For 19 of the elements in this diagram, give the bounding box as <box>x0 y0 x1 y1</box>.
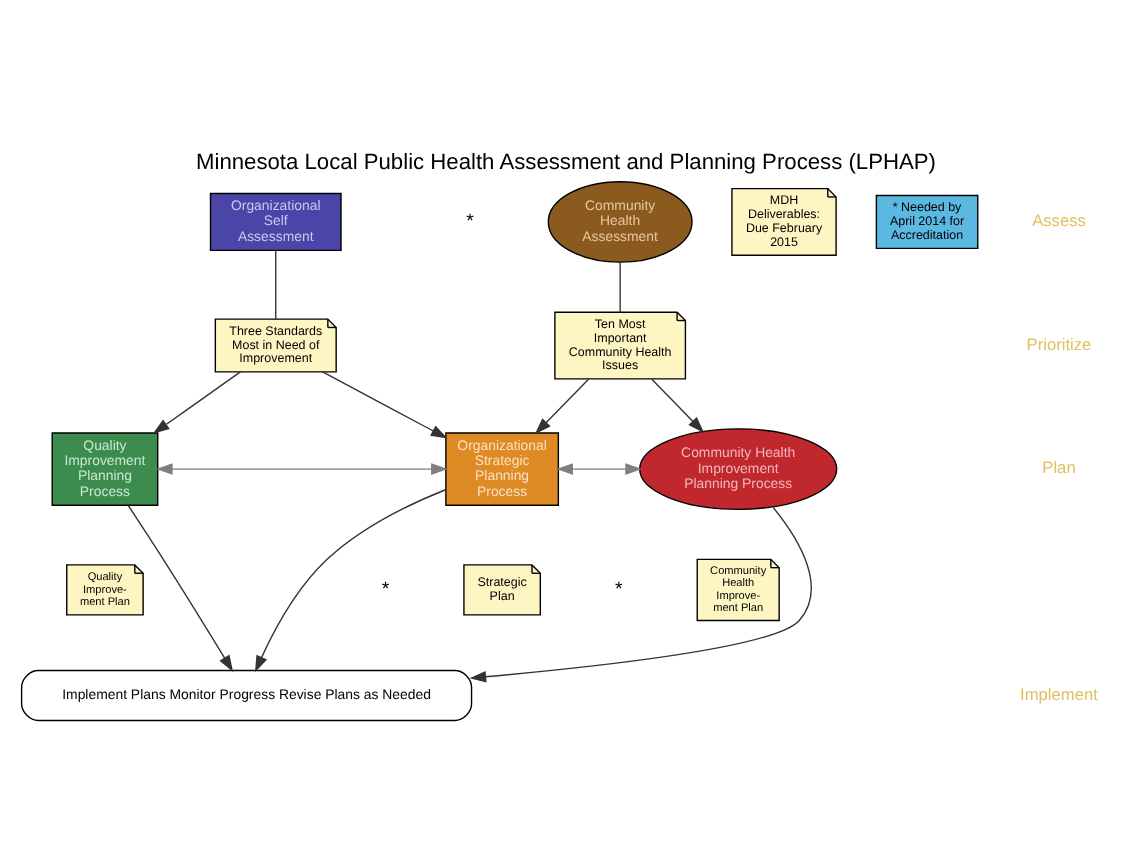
arrow <box>556 462 642 474</box>
arrow <box>534 377 590 434</box>
arrow <box>255 488 447 672</box>
label: Assess <box>1032 209 1086 230</box>
label: Prioritize <box>1026 332 1092 353</box>
label: Implement <box>1020 682 1098 703</box>
connector <box>275 249 277 319</box>
connector <box>619 260 621 312</box>
label: Plan <box>1042 456 1076 477</box>
arrow <box>127 503 234 671</box>
node-label: * <box>614 578 623 601</box>
arrow <box>155 462 448 474</box>
node-label: * <box>466 210 474 233</box>
arrow <box>152 370 242 433</box>
arrow <box>469 505 812 682</box>
node-label: * <box>381 578 390 601</box>
arrow <box>321 370 448 438</box>
arrow <box>651 377 705 432</box>
diagram-title: Minnesota Local Public Health Assessment and Planning Process (LPHAP) <box>196 149 936 174</box>
